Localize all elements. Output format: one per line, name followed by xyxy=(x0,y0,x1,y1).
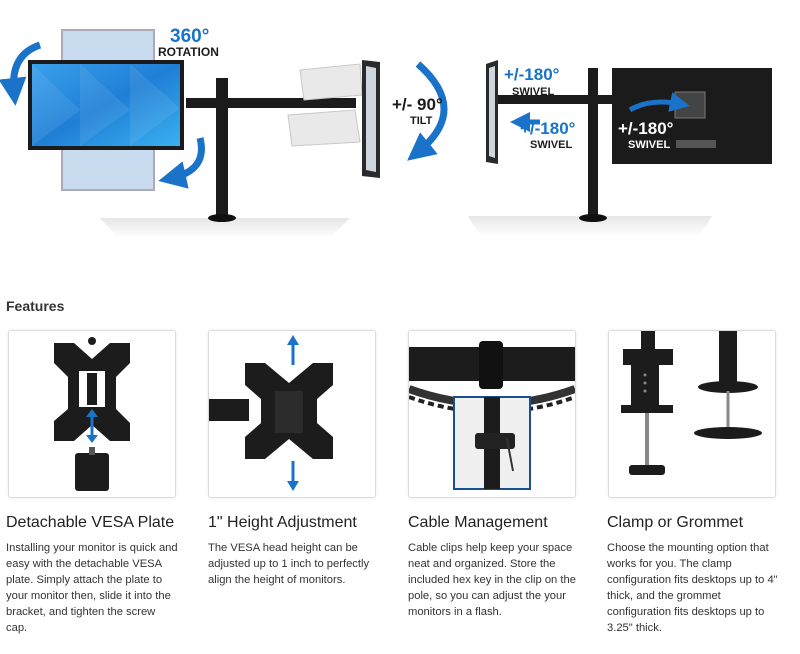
rotation-monitor-illustration xyxy=(0,29,205,191)
feature-title-height-adjustment: 1" Height Adjustment xyxy=(208,514,357,531)
feature-image-cable-management xyxy=(408,330,576,498)
feature-title-cable-management: Cable Management xyxy=(408,514,548,531)
swivel-word-label-b: SWIVEL xyxy=(530,139,572,151)
feature-description-clamp-grommet: Choose the mounting option that works fo… xyxy=(607,542,778,634)
rotation-value-label: 360° xyxy=(170,26,209,47)
feature-image-vesa-plate xyxy=(8,330,176,498)
hero-product-illustration: 360° ROTATION +/- 90° TILT +/-180° SWIVE… xyxy=(0,26,772,238)
feature-description-vesa-plate: Installing your monitor is quick and eas… xyxy=(6,542,178,634)
tilt-value-label: +/- 90° xyxy=(392,95,443,114)
swivel-value-label-b: +/-180° xyxy=(520,119,576,138)
rotation-word-label: ROTATION xyxy=(158,45,219,59)
swivel-monitor-illustration xyxy=(486,60,772,222)
swivel-word-label-c: SWIVEL xyxy=(628,139,670,151)
pole-mount-left xyxy=(186,78,356,222)
tilt-monitor-illustration xyxy=(287,60,448,178)
swivel-value-label-a: +/-180° xyxy=(504,65,560,84)
swivel-value-label-c: +/-180° xyxy=(618,119,674,138)
feature-image-clamp-grommet xyxy=(608,330,776,498)
feature-description-cable-management: Cable clips help keep your space neat an… xyxy=(408,542,576,618)
feature-description-height-adjustment: The VESA head height can be adjusted up … xyxy=(208,542,370,586)
swivel-word-label-a: SWIVEL xyxy=(512,86,554,98)
feature-title-clamp-grommet: Clamp or Grommet xyxy=(607,514,744,531)
feature-title-vesa-plate: Detachable VESA Plate xyxy=(6,514,175,531)
feature-image-height-adjustment xyxy=(208,330,376,498)
features-heading: Features xyxy=(6,298,65,314)
tilt-word-label: TILT xyxy=(410,115,433,127)
